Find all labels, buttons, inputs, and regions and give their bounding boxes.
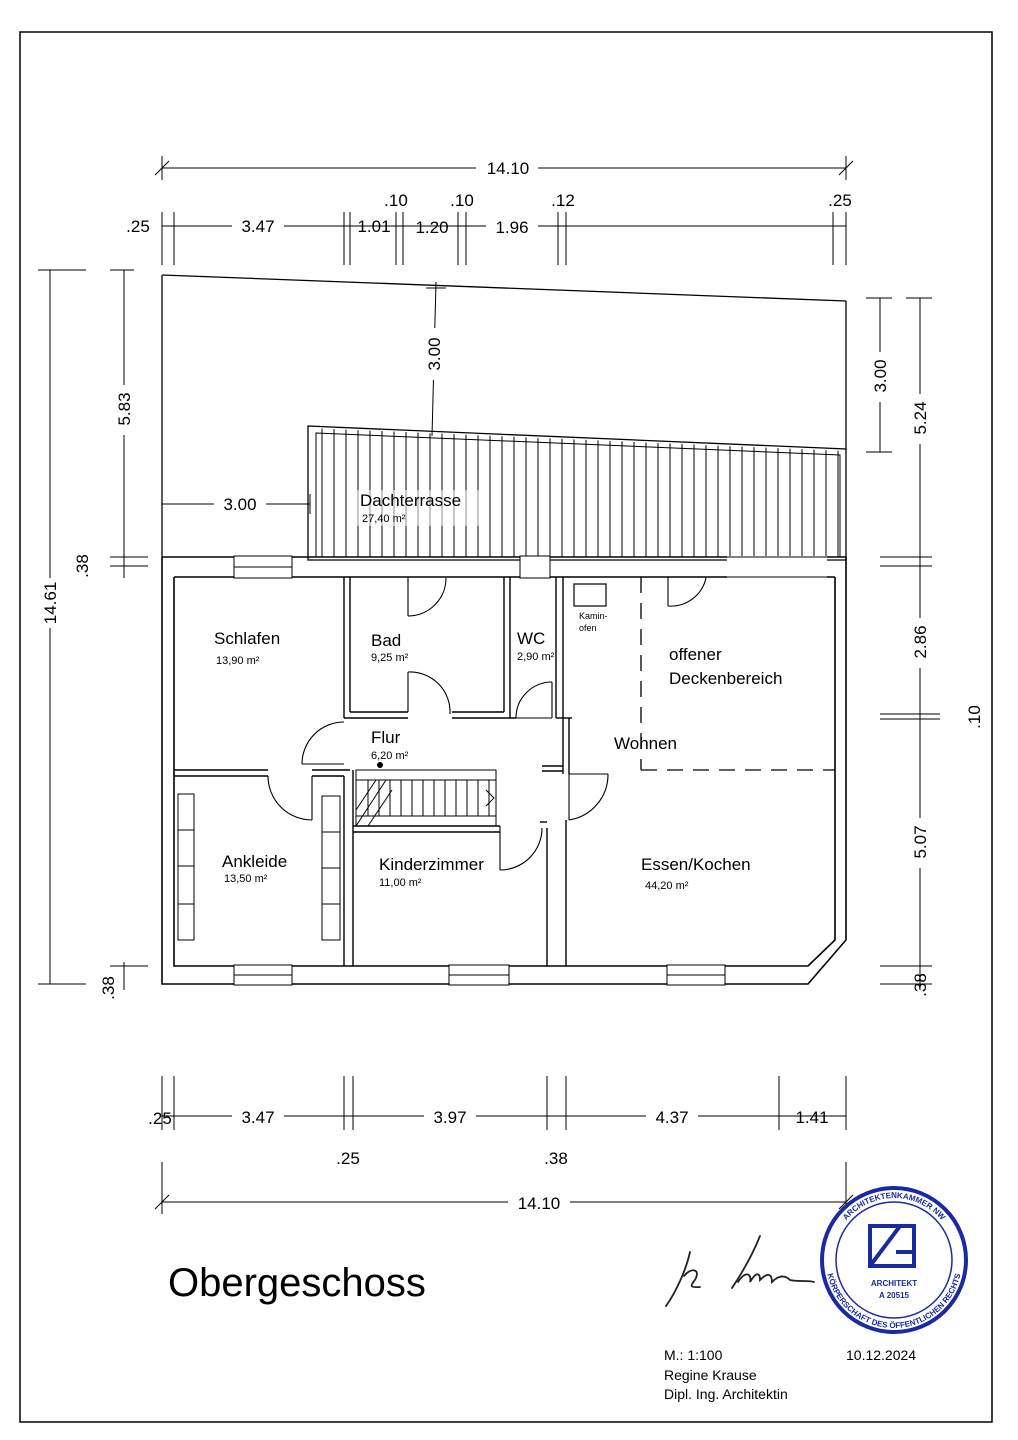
- dim-bottom-seg-1: 3.47: [241, 1108, 274, 1127]
- room-area-ankleide: 13,50 m²: [224, 873, 268, 885]
- drawing-title: Obergeschoss: [168, 1261, 426, 1305]
- dim-top-small-2: .12: [551, 191, 575, 210]
- seal-inner-2: A 20515: [879, 1291, 910, 1300]
- dim-bottom-small-0: .25: [336, 1149, 360, 1168]
- stair-winder: [355, 779, 377, 811]
- room-name-ankleide: Ankleide: [222, 852, 287, 871]
- open-ceiling-dashed: [640, 577, 835, 771]
- dim-terrace-offset-h: 3.00: [223, 495, 256, 514]
- label-offener: offener: [669, 645, 722, 664]
- dim-right-seg-1: 5.24: [911, 401, 930, 434]
- room-area-flur: 6,20 m²: [371, 750, 409, 762]
- room-name-dachterrasse: Dachterrasse: [360, 491, 461, 510]
- dim-top-small-0: .10: [384, 191, 408, 210]
- dim-bottom-seg-4: 1.41: [795, 1108, 828, 1127]
- dim-left-total: 14.61: [41, 582, 60, 625]
- terrace-offset-lines: [161, 281, 446, 514]
- dim-terrace-offset-v: 3.00: [425, 337, 444, 370]
- page-frame: [19, 31, 993, 1423]
- dim-left-seg-1: .38: [73, 554, 92, 578]
- wardrobes: [177, 793, 341, 941]
- doors: [267, 577, 707, 871]
- room-name-bad: Bad: [371, 631, 401, 650]
- left-dimension-lines: [38, 269, 148, 990]
- dim-top-small-1: .10: [450, 191, 474, 210]
- interior-walls: [174, 577, 572, 966]
- flur-marker: [377, 762, 383, 768]
- dim-bottom-seg-0: .25: [148, 1109, 172, 1128]
- room-area-kinderzimmer: 11,00 m²: [379, 877, 422, 889]
- dim-right-seg-4: .38: [911, 973, 930, 997]
- kaminofen-label-2: ofen: [579, 623, 597, 633]
- scale-label: M.: 1:100: [664, 1347, 723, 1363]
- architect-title: Dipl. Ing. Architektin: [664, 1386, 788, 1402]
- room-area-essen: 44,20 m²: [645, 880, 689, 892]
- dim-top-seg-4: 1.96: [495, 218, 528, 237]
- dim-top-seg-3: 1.20: [415, 218, 448, 237]
- seal-inner-1: ARCHITEKT: [871, 1279, 917, 1288]
- room-name-wc: WC: [517, 629, 545, 648]
- dim-top-total: 14.10: [487, 159, 530, 178]
- room-area-dachterrasse: 27,40 m²: [362, 513, 406, 525]
- kaminofen-label-1: Kamin-: [579, 611, 608, 621]
- room-area-bad: 9,25 m²: [371, 652, 409, 664]
- room-area-schlafen: 13,90 m²: [216, 655, 260, 667]
- dim-top-seg-2: 1.01: [357, 217, 390, 236]
- dim-left-seg-2: .38: [99, 976, 118, 1000]
- dim-right-seg-5: .10: [965, 705, 984, 729]
- room-name-flur: Flur: [371, 728, 401, 747]
- dim-top-seg-5: .25: [828, 191, 852, 210]
- dim-top-seg-0: .25: [126, 217, 150, 236]
- dim-right-seg-2: 2.86: [911, 625, 930, 658]
- room-name-schlafen: Schlafen: [214, 629, 280, 648]
- room-name-kinderzimmer: Kinderzimmer: [379, 855, 484, 874]
- signature: [665, 1235, 815, 1307]
- dim-left-seg-0: 5.83: [115, 392, 134, 425]
- stair-winder: [367, 789, 393, 827]
- bottom-dimension-lines: [154, 1076, 854, 1214]
- dim-top-seg-1: 3.47: [241, 217, 274, 236]
- date-label: 10.12.2024: [846, 1347, 916, 1363]
- dim-bottom-total: 14.10: [518, 1194, 561, 1213]
- architect-seal: ARCHITEKTENKAMMER NW KÖRPERSCHAFT DES ÖF…: [820, 1186, 968, 1334]
- roof-outline: [161, 274, 847, 557]
- room-name-essen: Essen/Kochen: [641, 855, 751, 874]
- dim-bottom-seg-3: 4.37: [655, 1108, 688, 1127]
- staircase: [355, 769, 497, 827]
- dim-bottom-small-1: .38: [544, 1149, 568, 1168]
- dim-right-seg-3: 5.07: [911, 825, 930, 858]
- architect-name: Regine Krause: [664, 1367, 757, 1383]
- room-name-wohnen: Wohnen: [614, 734, 677, 753]
- room-area-wc: 2,90 m²: [517, 651, 555, 663]
- label-deckenbereich: Deckenbereich: [669, 669, 782, 688]
- stair-winder: [355, 779, 387, 827]
- dim-bottom-seg-2: 3.97: [433, 1108, 466, 1127]
- dim-right-seg-0: 3.00: [871, 359, 890, 392]
- kaminofen-box: [573, 583, 607, 607]
